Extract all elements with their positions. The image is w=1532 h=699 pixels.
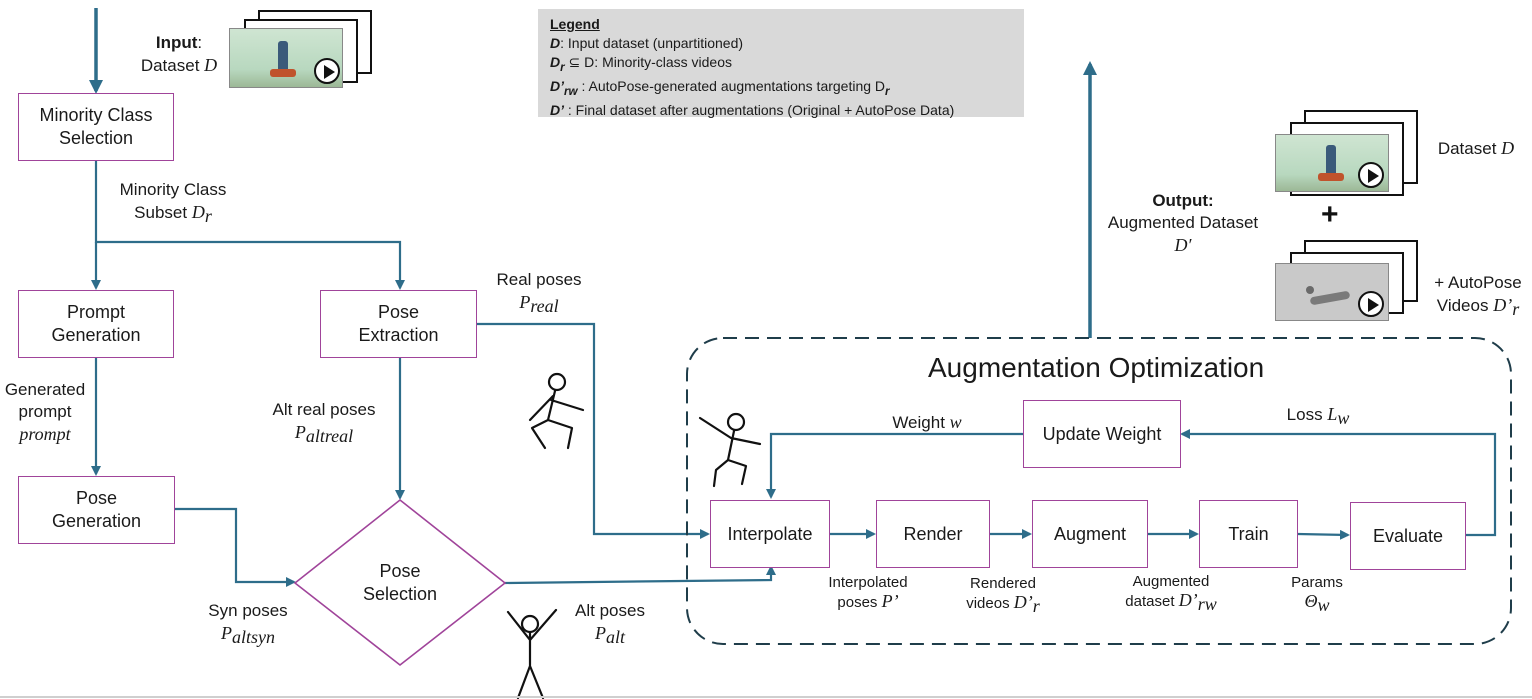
input-label: Input: Dataset D	[140, 33, 218, 75]
extract-to-interp	[477, 322, 710, 539]
select-to-interp	[504, 565, 776, 585]
legend-item-d: D: Input dataset (unpartitioned)	[550, 35, 744, 51]
autopose-videos-label: + AutoPose Videos D’r	[1434, 273, 1522, 320]
params-label: Params Θw	[1291, 574, 1343, 615]
generated-prompt-label: Generated prompt prompt	[4, 380, 86, 444]
loss-label: Loss Lw	[1286, 404, 1350, 429]
pose-selection-diamond	[293, 498, 507, 667]
lunge-figure-icon	[698, 412, 762, 488]
evaluate-node[interactable]: Evaluate	[1350, 502, 1466, 570]
pose-generation-node[interactable]: Pose Generation	[18, 476, 175, 544]
interpolate-node[interactable]: Interpolate	[710, 500, 830, 568]
train-node[interactable]: Train	[1199, 500, 1298, 568]
minority-subset-label: Minority Class Subset Dr	[119, 180, 227, 227]
syn-poses-label: Syn poses Paltsyn	[208, 601, 288, 648]
legend-item-drw: D’rw : AutoPose-generated augmentations …	[550, 77, 890, 98]
legend-item-dr: Dr ⊆ D: Minority-class videos	[550, 54, 732, 74]
augmented-dataset-label: Augmented dataset D’rw	[1125, 573, 1217, 614]
output-label: Output: Augmented Dataset D′	[1107, 191, 1259, 255]
bottom-border	[0, 696, 1532, 698]
play-icon[interactable]	[1358, 291, 1384, 317]
pose-selection-label[interactable]: Pose Selection	[362, 561, 438, 604]
minority-to-split	[94, 161, 405, 290]
legend-item-dprime: D’ : Final dataset after augmentations (…	[550, 101, 955, 118]
augmentation-optimization-title: Augmentation Optimization	[928, 352, 1265, 383]
render-node[interactable]: Render	[876, 500, 990, 568]
plus-sign: +	[1321, 198, 1339, 231]
right-dataset-label: Dataset D	[1437, 138, 1515, 158]
legend-box: Legend D: Input dataset (unpartitioned) …	[538, 9, 1024, 118]
minority-class-selection-node[interactable]: Minority Class Selection	[18, 93, 174, 161]
pose-extraction-node[interactable]: Pose Extraction	[320, 290, 477, 358]
alt-real-poses-label: Alt real poses Paltreal	[272, 400, 376, 447]
update-weight-node[interactable]: Update Weight	[1023, 400, 1181, 468]
play-icon[interactable]	[1358, 162, 1384, 188]
augment-node[interactable]: Augment	[1032, 500, 1148, 568]
squat-figure-icon	[528, 372, 585, 450]
play-icon[interactable]	[314, 58, 340, 84]
arms-up-figure-icon	[506, 608, 558, 699]
rendered-videos-label: Rendered videos D’r	[966, 575, 1040, 616]
alt-poses-label: Alt poses Palt	[575, 601, 645, 648]
prompt-generation-node[interactable]: Prompt Generation	[18, 290, 174, 358]
evaluate-to-update	[1180, 429, 1497, 537]
legend-heading: Legend	[550, 16, 600, 32]
train-to-evaluate	[1297, 529, 1350, 540]
real-poses-label: Real poses Preal	[496, 270, 582, 317]
weight-label: Weight w	[892, 412, 962, 432]
update-to-interp	[766, 432, 1023, 499]
interpolated-poses-label: Interpolated poses P’	[828, 574, 908, 611]
augmentation-region	[686, 337, 1512, 645]
posegen-to-select	[175, 507, 296, 587]
